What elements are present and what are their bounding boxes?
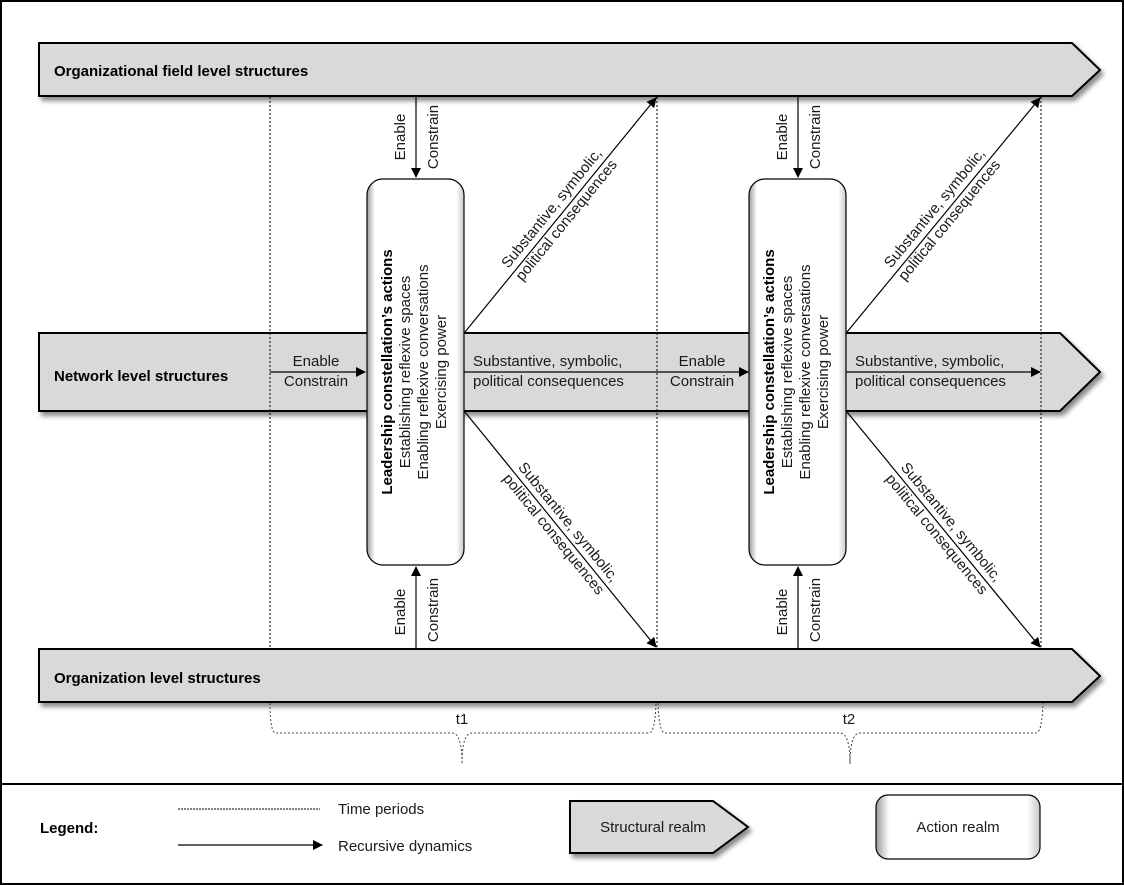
label-consequence-2: political consequences: [473, 373, 624, 390]
legend-structural-shape: [569, 800, 750, 854]
label-constrain: Constrain: [425, 105, 442, 169]
action-box-t2: Leadership constellation’s actions Estab…: [748, 178, 847, 566]
period-label-t1: t1: [456, 711, 469, 728]
label-consequence-1: Substantive, symbolic,: [498, 145, 605, 271]
arrow-action-to-field-t1: [464, 97, 657, 333]
label-constrain: Constrain: [807, 105, 824, 169]
legend-action-shape: [875, 794, 1041, 860]
action-box-title: Leadership constellation’s actions: [761, 249, 778, 494]
label-enable: Enable: [293, 353, 340, 370]
label-enable: Enable: [392, 589, 409, 636]
legend-action-realm: Action realm: [916, 819, 999, 836]
time-braces: [269, 702, 1044, 765]
action-box-line: Establishing reflexive spaces: [397, 276, 414, 469]
legend-recursive-dynamics: Recursive dynamics: [338, 838, 472, 855]
label-consequence-1: Substantive, symbolic,: [473, 353, 622, 370]
label-consequence-1: Substantive, symbolic,: [855, 353, 1004, 370]
label-constrain: Constrain: [807, 578, 824, 642]
action-box-line: Exercising power: [433, 315, 450, 429]
recursive-arrows: [270, 97, 1041, 648]
band-organization-label: Organization level structures: [54, 670, 261, 687]
label-enable: Enable: [679, 353, 726, 370]
action-box-line: Establishing reflexive spaces: [779, 276, 796, 469]
legend: Legend: Time periods Recursive dynamics …: [40, 794, 1041, 860]
legend-time-periods: Time periods: [338, 801, 424, 818]
arrow-action-to-org-t2: [846, 411, 1041, 648]
arrow-action-to-org-t1: [464, 411, 657, 648]
band-organizational-field: Organizational field level structures: [38, 42, 1102, 97]
band-organization: Organization level structures: [38, 648, 1102, 703]
action-box-t1: Leadership constellation’s actions Estab…: [366, 178, 465, 566]
band-network-label: Network level structures: [54, 368, 228, 385]
label-consequence-1: Substantive, symbolic,: [514, 459, 621, 585]
label-constrain: Constrain: [425, 578, 442, 642]
legend-structural-realm: Structural realm: [600, 819, 706, 836]
label-enable: Enable: [774, 114, 791, 161]
action-box-line: Enabling reflexive conversations: [797, 264, 814, 479]
brace-t2: [657, 702, 1044, 765]
label-constrain: Constrain: [284, 373, 348, 390]
arrow-action-to-field-t2: [846, 97, 1041, 333]
label-constrain: Constrain: [670, 373, 734, 390]
label-consequence-2: political consequences: [855, 373, 1006, 390]
label-enable: Enable: [392, 114, 409, 161]
label-enable: Enable: [774, 589, 791, 636]
action-box-line: Enabling reflexive conversations: [415, 264, 432, 479]
label-consequence-1: Substantive, symbolic,: [897, 459, 1005, 585]
label-consequence-1: Substantive, symbolic,: [881, 145, 989, 271]
period-label-t2: t2: [843, 711, 856, 728]
action-box-line: Exercising power: [815, 315, 832, 429]
action-box-title: Leadership constellation’s actions: [379, 249, 396, 494]
brace-t1: [269, 702, 657, 765]
band-organizational-field-label: Organizational field level structures: [54, 63, 308, 80]
legend-title: Legend:: [40, 820, 98, 837]
